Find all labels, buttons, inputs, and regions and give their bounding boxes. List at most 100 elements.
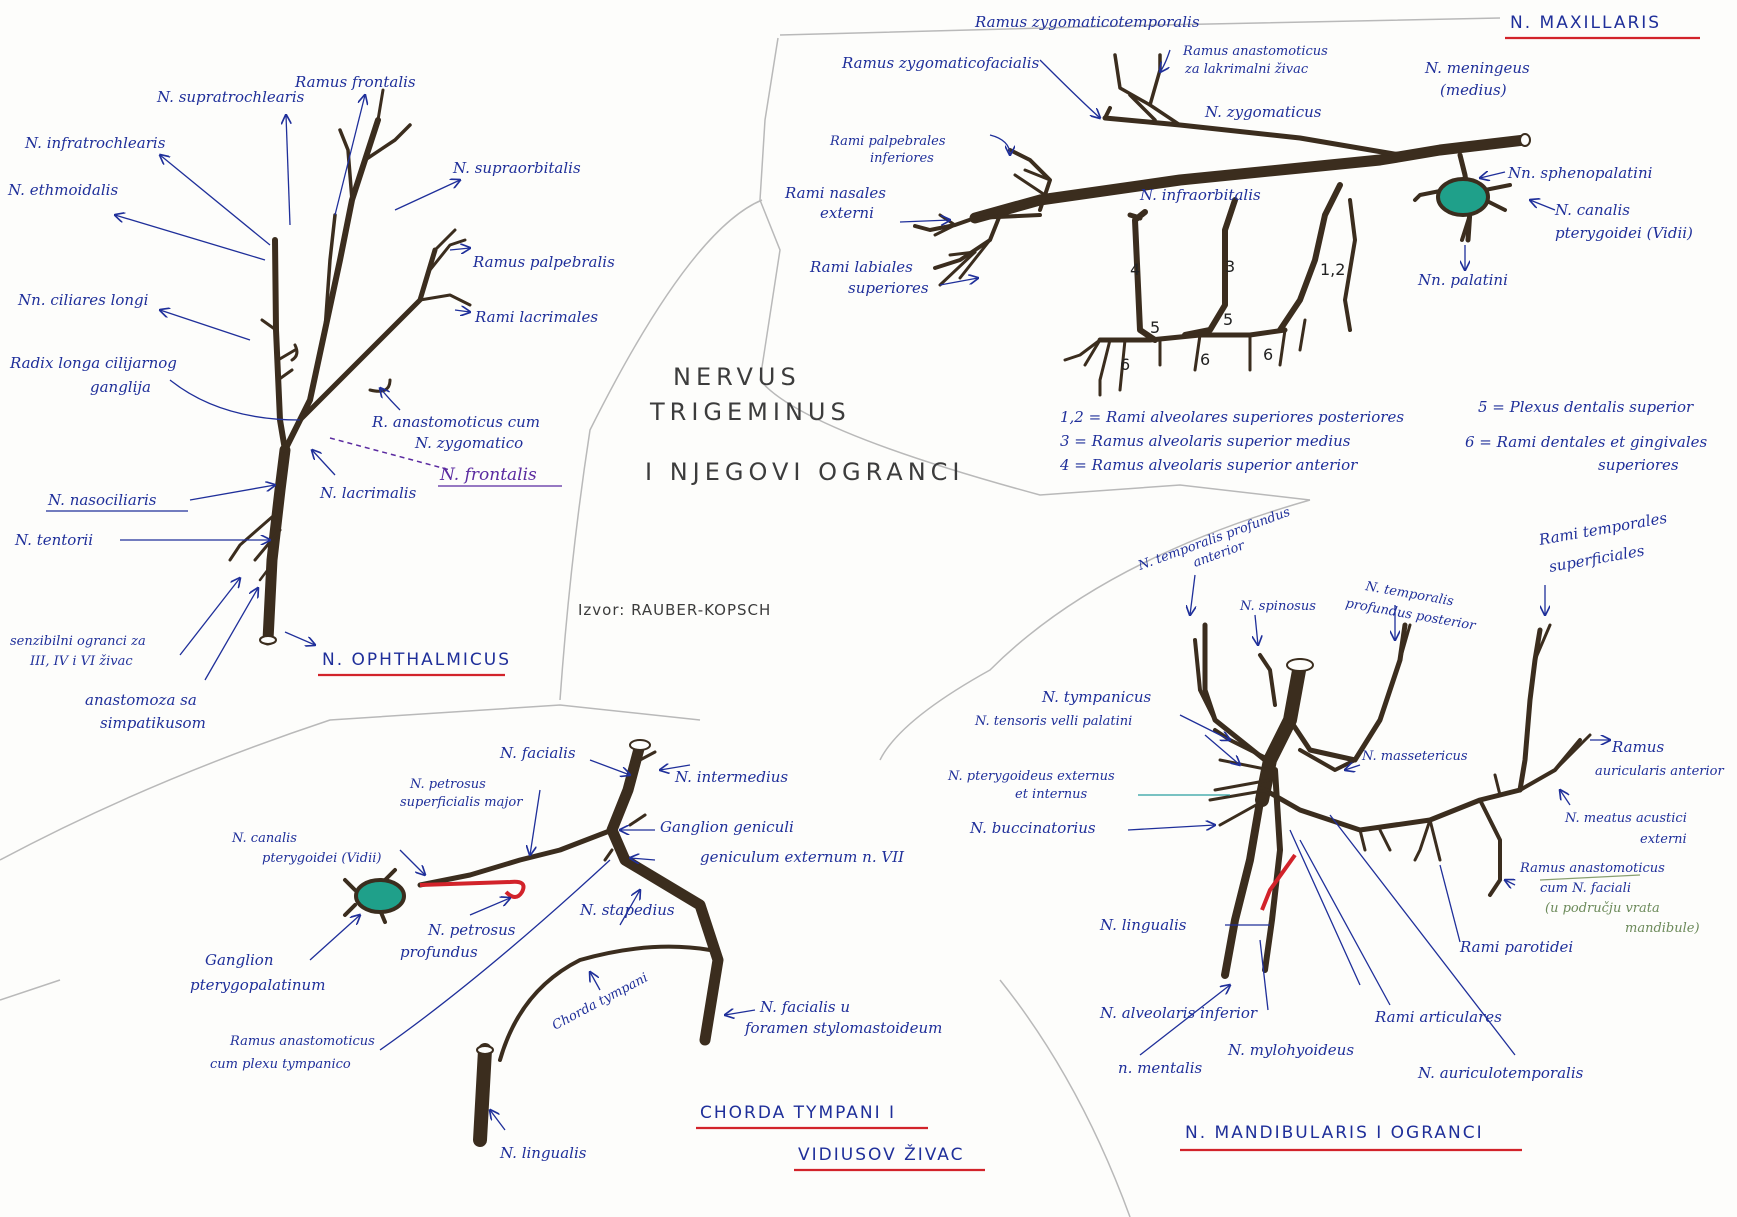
label-anast-fac-line-3: (u području vrata xyxy=(1545,901,1660,916)
ganglion-pterygopalatinum xyxy=(354,878,406,914)
label-meatus-line-1: N. meatus acustici xyxy=(1564,811,1687,826)
label-infratrochlearis: N. infratrochlearis xyxy=(24,134,166,152)
ophthalmicus-pointers xyxy=(115,95,470,681)
chorda-nerve-tree xyxy=(343,739,724,1147)
label-anast-lacr-line-2: za lakrimalni živac xyxy=(1184,62,1309,77)
label-anast-fac-line-4: mandibule) xyxy=(1625,921,1700,936)
label-ram-auric-line-2: auricularis anterior xyxy=(1595,764,1724,779)
label-anastomoza-line-1: anastomoza sa xyxy=(85,691,197,709)
label-massetericus: N. massetericus xyxy=(1361,749,1468,764)
label-parotidei: Rami parotidei xyxy=(1459,938,1573,956)
chorda-pointers xyxy=(309,759,756,1131)
title-line-3: I NJEGOVI OGRANCI xyxy=(645,458,965,486)
temp-prof-ant xyxy=(1202,622,1268,763)
label-nasales-line-2: externi xyxy=(820,204,874,222)
label-ciliares-longi: Nn. ciliares longi xyxy=(17,291,149,309)
auriculotemporalis xyxy=(1262,787,1523,833)
label-zygomaticotemporalis: Ramus zygomaticotemporalis xyxy=(974,13,1200,31)
label-ram-auric-line-1: Ramus xyxy=(1611,738,1664,756)
alveolaris-posterior xyxy=(1277,182,1343,333)
chorda-tympani-join xyxy=(1260,853,1297,911)
maxillaris-nerve-tree xyxy=(913,53,1531,397)
ophthalmicus-panel: N. supratrochlearis Ramus frontalis N. i… xyxy=(7,73,615,732)
chorda-labels: N. facialis N. intermedius N. petrosus s… xyxy=(190,744,985,1172)
legend-3: 3 = Ramus alveolaris superior medius xyxy=(1060,432,1351,450)
label-ramus-palpebralis: Ramus palpebralis xyxy=(472,253,615,271)
sheet-title: NERVUS TRIGEMINUS I NJEGOVI OGRANCI Izvo… xyxy=(578,363,965,619)
number-6-mid: 6 xyxy=(1200,350,1210,369)
header-maxillaris: N. MAXILLARIS xyxy=(1510,13,1661,33)
petrosus-major xyxy=(417,827,615,888)
number-6-left: 6 xyxy=(1120,355,1130,374)
label-palatini: Nn. palatini xyxy=(1417,271,1508,289)
label-labiales-line-2: superiores xyxy=(848,279,929,297)
label-articulares: Rami articulares xyxy=(1374,1008,1502,1026)
label-facialis-foramen-line-2: foramen stylomastoideum xyxy=(744,1019,942,1037)
label-anastomoticus-line-1: R. anastomoticus cum xyxy=(371,413,540,431)
label-ganglion-geniculi: Ganglion geniculi xyxy=(660,818,794,836)
alveolaris-anterior xyxy=(1132,209,1158,343)
mandibularis-panel: N. temporalis profundus anterior N. spin… xyxy=(947,505,1724,1152)
supraorbitalis-twig xyxy=(363,123,412,162)
label-petrosus-major-line-1: N. petrosus xyxy=(409,777,486,792)
frontalis-twig xyxy=(338,128,354,202)
label-canalis-line-1: N. canalis xyxy=(1554,201,1630,219)
maxillaris-pointers xyxy=(899,49,1556,286)
label-mentalis: n. mentalis xyxy=(1118,1059,1203,1077)
petrosus-profundus xyxy=(419,879,526,899)
legend-6: 6 = Rami dentales et gingivales xyxy=(1465,433,1707,451)
header-ophthalmicus: N. OPHTHALMICUS xyxy=(322,650,511,670)
lingualis-stub xyxy=(473,1043,492,1147)
ganglion-pterygopalatinum-max xyxy=(1436,177,1490,217)
label-petrosus-prof-line-1: N. petrosus xyxy=(427,921,516,939)
label-geniculum: geniculum externum n. VII xyxy=(700,848,905,866)
label-tensoris: N. tensoris velli palatini xyxy=(974,714,1132,729)
number-3: 3 xyxy=(1225,257,1235,276)
label-ptery-line-1: N. pterygoideus externus xyxy=(947,769,1115,784)
label-palpebrales-line-1: Rami palpebrales xyxy=(829,134,946,149)
anast-facialis-branch xyxy=(1478,798,1502,897)
label-anast-fac-line-1: Ramus anastomoticus xyxy=(1519,861,1665,876)
label-frontalis: N. frontalis xyxy=(439,465,537,485)
label-meatus-line-2: externi xyxy=(1640,832,1687,847)
legend-1-2: 1,2 = Rami alveolares superiores posteri… xyxy=(1060,408,1404,426)
legend-6-cont: superiores xyxy=(1598,456,1679,474)
label-temp-sup-line-2: superficiales xyxy=(1548,541,1646,576)
label-senzibilni-line-1: senzibilni ogranci za xyxy=(10,634,146,649)
label-facialis-foramen-line-1: N. facialis u xyxy=(759,998,850,1016)
label-alv-inf: N. alveolaris inferior xyxy=(1099,1004,1258,1022)
maxillaris-labels: Ramus zygomaticotemporalis Ramus zygomat… xyxy=(784,13,1707,474)
header-chorda-line-2: VIDIUSOV ŽIVAC xyxy=(798,1143,965,1165)
label-mylohyoideus: N. mylohyoideus xyxy=(1227,1041,1354,1059)
mandibularis-pointers xyxy=(1127,574,1641,1056)
label-spinosus: N. spinosus xyxy=(1239,599,1316,614)
chorda-panel: N. facialis N. intermedius N. petrosus s… xyxy=(190,739,985,1172)
temp-prof-post xyxy=(1287,622,1408,763)
label-petrosus-major-line-2: superficialis major xyxy=(400,795,523,810)
lacrimalis-branch xyxy=(297,247,438,423)
label-canalis-line-1: N. canalis xyxy=(231,831,297,846)
alveolaris-inferior xyxy=(1221,786,1266,979)
header-mandibularis: N. MANDIBULARIS I OGRANCI xyxy=(1185,1123,1484,1143)
label-tympanicus: N. tympanicus xyxy=(1041,688,1151,706)
label-meningeus-line-1: N. meningeus xyxy=(1424,59,1530,77)
label-supratrochlearis: N. supratrochlearis xyxy=(156,88,305,106)
number-1-2: 1,2 xyxy=(1320,260,1345,279)
label-lingualis: N. lingualis xyxy=(499,1144,587,1162)
label-radix-line-1: Radix longa cilijarnog xyxy=(9,354,177,372)
label-sphenopalatini: Nn. sphenopalatini xyxy=(1507,164,1653,182)
label-nasociliaris: N. nasociliaris xyxy=(47,491,157,509)
ophthalmicus-labels: N. supratrochlearis Ramus frontalis N. i… xyxy=(7,73,615,732)
label-nasales-line-1: Rami nasales xyxy=(784,184,886,202)
source-note: Izvor: RAUBER-KOPSCH xyxy=(578,601,771,619)
paper-cut-lines xyxy=(0,17,1501,1217)
number-5-right: 5 xyxy=(1223,310,1233,329)
ophthalmicus-nerve-tree xyxy=(228,88,472,646)
label-palpebrales-line-2: inferiores xyxy=(870,151,934,166)
label-anastomoza-line-2: simpatikusom xyxy=(100,714,206,732)
number-4: 4 xyxy=(1130,260,1140,279)
chorda-tympani-nerve xyxy=(498,944,712,1062)
label-auriculotemporalis: N. auriculotemporalis xyxy=(1417,1064,1584,1082)
frontalis-branch xyxy=(282,117,381,453)
supraorbitalis-stem xyxy=(323,213,337,332)
